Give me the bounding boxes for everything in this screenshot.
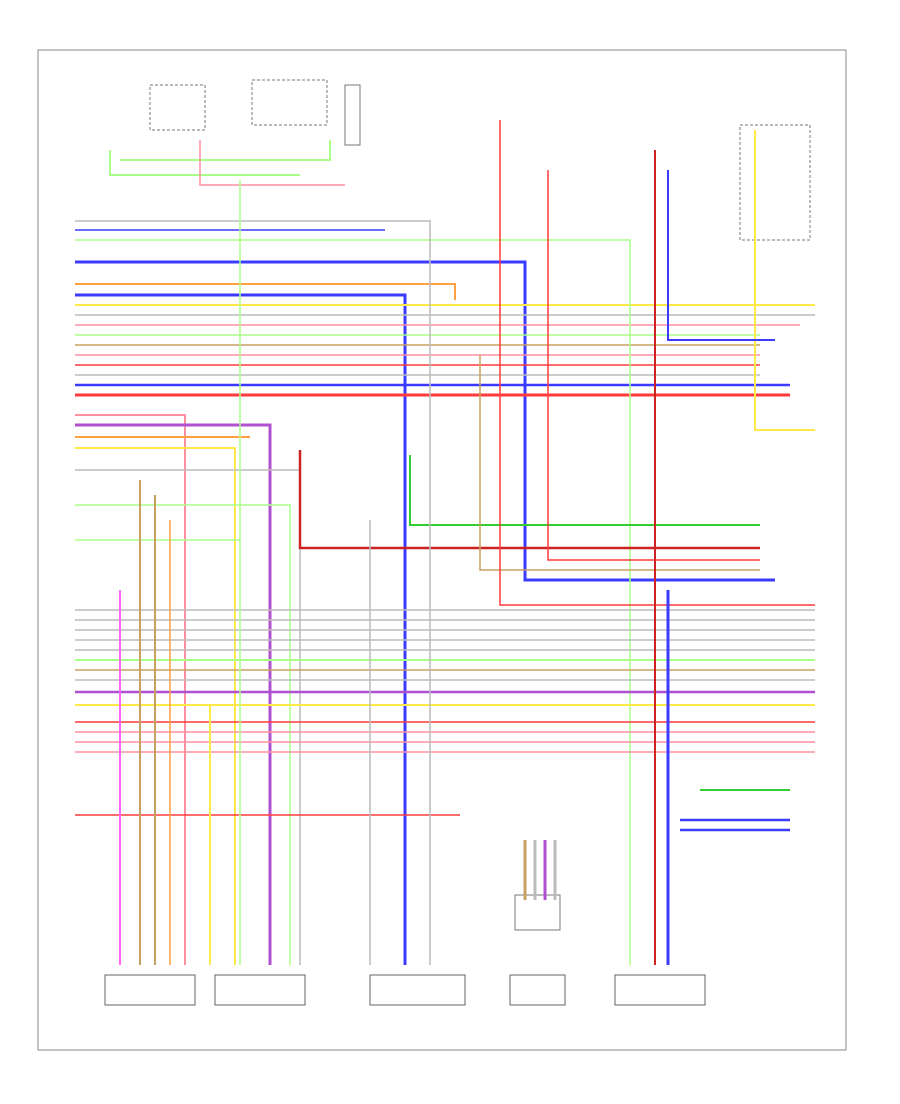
wire-22	[75, 504, 291, 965]
diagram-border	[37, 49, 847, 1051]
top-components	[149, 79, 811, 931]
fuse-box	[344, 84, 361, 146]
wire-53	[754, 130, 815, 431]
wire-27	[479, 355, 760, 571]
wire-21	[75, 469, 301, 965]
wire-59	[120, 140, 331, 161]
wire-18	[75, 423, 272, 965]
right-switch-box	[739, 124, 811, 241]
wire-25	[409, 455, 760, 526]
wire-24	[298, 450, 760, 550]
wire-20	[75, 447, 236, 965]
switch-box-2	[251, 79, 328, 126]
bottom-modules	[104, 974, 706, 1006]
wire-58	[109, 150, 300, 176]
junction-block	[514, 894, 561, 931]
wire-17	[75, 414, 186, 965]
module-center	[509, 974, 566, 1006]
wire-28	[499, 120, 815, 606]
wire-1	[75, 260, 775, 582]
wire-harness	[75, 120, 815, 965]
wire-54	[667, 170, 775, 341]
wire-60	[199, 140, 345, 186]
module-right-front	[214, 974, 306, 1006]
wire-15	[75, 239, 631, 965]
wire-2	[75, 283, 456, 300]
module-left-front	[104, 974, 196, 1006]
module-left-rear	[614, 974, 706, 1006]
module-right-rear	[369, 974, 466, 1006]
wire-26	[547, 170, 760, 561]
switch-box-1	[149, 84, 206, 131]
